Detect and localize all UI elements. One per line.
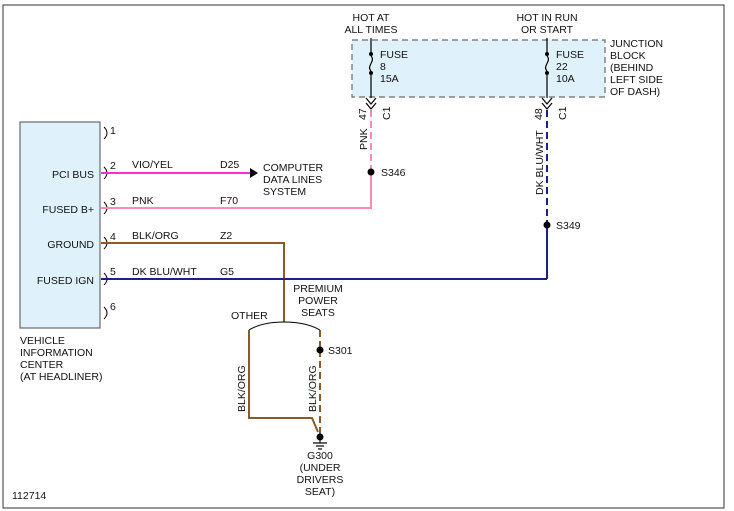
computer-data-lines-2: DATA LINES	[263, 174, 322, 186]
wire-pci-circuit: D25	[220, 159, 239, 171]
pin-pci-bus-label: PCI BUS	[52, 169, 94, 181]
wire-bplus-color: PNK	[132, 195, 154, 207]
splice-s301-dot	[316, 346, 324, 354]
junction-block	[351, 39, 606, 98]
vic-name-3: CENTER	[20, 359, 64, 371]
vic-pin-brackets	[103, 126, 108, 320]
branch-premium-3: SEATS	[301, 307, 335, 319]
cavity-47: 47	[357, 108, 369, 120]
splice-s346: S346	[381, 167, 406, 179]
branch-premium-2: POWER	[298, 295, 338, 307]
wire-ground-left-label: BLK/ORG	[236, 365, 248, 412]
pin-ground-label: GROUND	[47, 239, 94, 251]
splice-s349: S349	[556, 220, 581, 232]
ground-g300-desc-3: SEAT)	[305, 486, 335, 498]
junction-title-2: BLOCK	[610, 50, 646, 62]
ground-g300-desc-1: (UNDER	[300, 462, 341, 474]
splice-s301: S301	[328, 345, 353, 357]
hot-always-line2: ALL TIMES	[344, 24, 397, 36]
junction-title-3: (BEHIND	[610, 62, 654, 74]
wire-ground	[101, 242, 285, 322]
diagram-id: 112714	[12, 490, 46, 502]
wire-ground-color: BLK/ORG	[132, 230, 179, 242]
hot-run-line1: HOT IN RUN	[516, 12, 577, 24]
connector-c1-left-icon	[365, 97, 377, 105]
pin-1-number: 1	[110, 125, 116, 137]
ground-symbol-icon	[313, 433, 327, 450]
vic-module-box	[19, 121, 101, 329]
wire-blu-vertical-label: DK BLU/WHT	[534, 130, 546, 195]
splice-s346-dot	[367, 168, 375, 176]
junction-title-1: JUNCTION	[610, 38, 663, 50]
connector-c1-right-icon	[541, 97, 553, 105]
fuse-8-label: FUSE	[380, 49, 408, 61]
hot-always-line1: HOT AT	[353, 12, 391, 24]
arrow-right-icon	[250, 168, 258, 178]
pin-3-number: 3	[110, 196, 116, 208]
junction-title-4: LEFT SIDE	[610, 74, 663, 86]
wire-ign-circuit: G5	[220, 266, 234, 278]
fuse-22-symbol	[544, 38, 550, 98]
wire-ground-other	[248, 330, 319, 433]
branch-other: OTHER	[231, 310, 268, 322]
fuse-8-symbol	[368, 38, 374, 98]
wire-pnk-vertical-label: PNK	[358, 128, 370, 150]
cavity-48: 48	[533, 108, 545, 120]
vic-name-4: (AT HEADLINER)	[20, 371, 102, 383]
wire-pci-color: VIO/YEL	[132, 159, 173, 171]
vic-name-1: VEHICLE	[20, 335, 65, 347]
pin-5-number: 5	[110, 266, 116, 278]
wire-ign-color: DK BLU/WHT	[132, 266, 197, 278]
fuse-22-number: 22	[556, 61, 568, 73]
pin-6-number: 6	[110, 301, 116, 313]
fuse-8-rating: 15A	[380, 73, 399, 85]
ground-g300-id: G300	[307, 450, 333, 462]
ground-branch-bracket	[248, 321, 321, 331]
vic-name-2: INFORMATION	[20, 347, 93, 359]
pin-fused-bplus-label: FUSED B+	[42, 204, 94, 216]
fuse-22-rating: 10A	[556, 73, 575, 85]
diagram-border	[2, 4, 725, 509]
branch-premium-1: PREMIUM	[293, 283, 343, 295]
computer-data-lines-3: SYSTEM	[263, 186, 306, 198]
junction-title-5: OF DASH)	[610, 86, 660, 98]
wire-ground-circuit: Z2	[220, 230, 232, 242]
pin-4-number: 4	[110, 231, 116, 243]
computer-data-lines-1: COMPUTER	[263, 162, 324, 174]
splice-s349-dot	[543, 221, 551, 229]
fuse-8-number: 8	[380, 61, 386, 73]
fuse-22-label: FUSE	[556, 49, 584, 61]
ground-g300-desc-2: DRIVERS	[297, 474, 344, 486]
wire-bplus-circuit: F70	[220, 195, 238, 207]
connector-c1-right: C1	[557, 106, 569, 120]
pin-2-number: 2	[110, 160, 116, 172]
connector-c1-left: C1	[381, 106, 393, 120]
wire-ground-right-label: BLK/ORG	[307, 365, 319, 412]
hot-run-line2: OR START	[521, 24, 574, 36]
pin-fused-ign-label: FUSED IGN	[37, 275, 94, 287]
